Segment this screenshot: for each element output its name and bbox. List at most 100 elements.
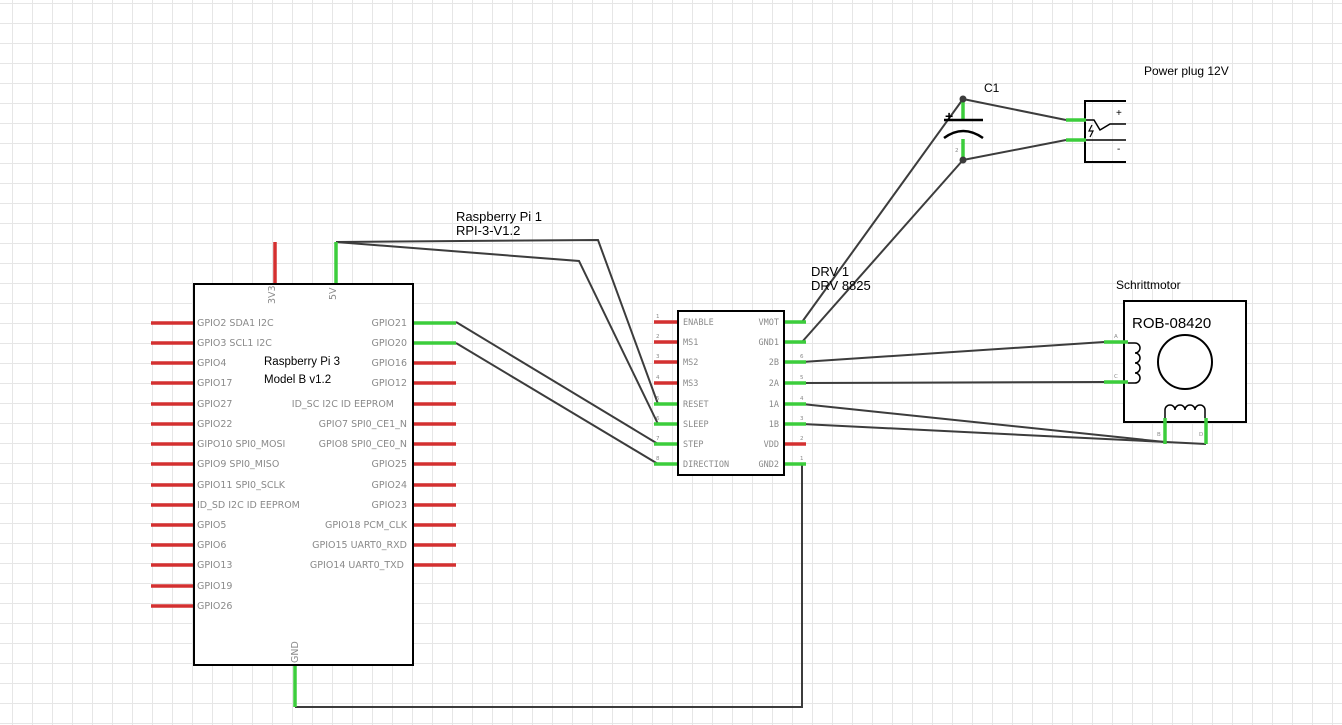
drv-body [677, 310, 785, 476]
power-plug-contact [1086, 119, 1126, 132]
drv-ref: DRV 1 [811, 264, 849, 279]
c1-plus-sign: + [945, 108, 953, 124]
capacitor-c1[interactable]: C1 + 2 [943, 81, 1000, 164]
pin-label: SLEEP [683, 420, 709, 430]
wire-vmot-c1[interactable] [801, 98, 964, 323]
svg-text:7: 7 [656, 436, 660, 442]
pin-label: GPIO2 SDA1 I2C [197, 318, 274, 329]
power-minus-label: - [1117, 144, 1120, 155]
coil-icon [1164, 404, 1206, 418]
wire-1b-motor-d[interactable] [801, 423, 1207, 445]
wires [295, 98, 1207, 708]
wire-2a-motor-c[interactable] [801, 381, 1105, 384]
drv-part: DRV 8825 [811, 278, 871, 293]
pin-label: GIPO10 SPI0_MOSI [197, 439, 285, 450]
pin-label: MS2 [683, 358, 698, 368]
svg-text:A: A [1114, 334, 1118, 340]
pin-label: GPIO8 SPI0_CE0_N [319, 439, 407, 450]
pin-label: 2A [769, 379, 779, 389]
wire-5v-sleep[interactable] [335, 241, 659, 425]
pin-label-5v: 5V [328, 287, 339, 300]
power-plus-label: + [1116, 108, 1122, 119]
pin-label: STEP [683, 440, 703, 450]
pin-label: GPIO21 [372, 318, 407, 329]
svg-text:1: 1 [656, 314, 660, 320]
pin-label: ID_SD I2C ID EEPROM [197, 500, 300, 511]
drv-left-pin-labels: ENABLE MS1 MS2 MS3 RESET SLEEP STEP DIRE… [683, 318, 729, 470]
rpi-ref: Raspberry Pi 1 [456, 209, 542, 224]
pin-label: GPIO20 [372, 338, 407, 349]
pin-label-gnd: GND [290, 641, 301, 663]
svg-text:4: 4 [656, 375, 660, 381]
pin-label: VDD [764, 440, 779, 450]
drv-right-pin-stubs [784, 320, 806, 466]
rpi-title-line2: Model B v1.2 [264, 374, 331, 386]
wire-1a-motor-b[interactable] [801, 403, 1166, 443]
drv-right-pin-nums: 6 5 4 3 2 1 [800, 354, 804, 462]
power-plug-label: Power plug 12V [1144, 64, 1229, 78]
wire-gnd1-c1[interactable] [801, 159, 964, 343]
svg-text:3: 3 [800, 416, 804, 422]
motor-title: Schrittmotor [1116, 278, 1181, 292]
rpi-left-pin-labels: GPIO2 SDA1 I2C GPIO3 SCL1 I2C GPIO4 GPIO… [197, 318, 300, 612]
svg-text:2: 2 [800, 436, 804, 442]
pin-label: GPIO15 UART0_RXD [312, 540, 407, 551]
wire-5v-reset[interactable] [335, 238, 659, 405]
wire-gpio21-step[interactable] [455, 321, 659, 445]
raspberry-pi[interactable]: Raspberry Pi 1 RPI-3-V1.2 [151, 209, 542, 707]
svg-text:1: 1 [800, 456, 804, 462]
c1-pin-number: 2 [955, 148, 959, 154]
svg-text:6: 6 [800, 354, 804, 360]
rpi-right-pin-labels: GPIO21 GPIO20 GPIO16 GPIO12 ID_SC I2C ID… [292, 318, 408, 571]
svg-text:5: 5 [800, 375, 804, 381]
wire-gpio20-direction[interactable] [455, 342, 659, 465]
motor-rotor-icon [1157, 334, 1213, 390]
svg-text:B: B [1157, 432, 1161, 438]
pin-label: MS3 [683, 379, 698, 389]
pin-label: GPIO13 [197, 560, 232, 571]
pin-label: MS1 [683, 338, 698, 348]
rpi-right-pin-stubs [413, 321, 456, 567]
pin-label: GPIO4 [197, 358, 226, 369]
pin-label: RESET [683, 400, 709, 410]
svg-text:6: 6 [656, 416, 660, 422]
svg-text:8: 8 [656, 456, 660, 462]
pin-label: GPIO5 [197, 520, 226, 531]
lightning-icon [1088, 124, 1094, 138]
rpi-left-pin-stubs [151, 321, 194, 608]
pin-label: GPIO18 PCM_CLK [325, 520, 408, 531]
drv-left-pin-nums: 1 2 3 4 5 6 7 8 [656, 314, 660, 462]
pin-label: GND2 [759, 460, 779, 470]
rpi-title-line1: Raspberry Pi 3 [264, 356, 340, 368]
pin-label: GPIO25 [372, 459, 407, 470]
rpi-part: RPI-3-V1.2 [456, 223, 520, 238]
svg-text:3: 3 [656, 354, 660, 360]
svg-text:4: 4 [800, 396, 804, 402]
power-plug[interactable]: Power plug 12V + - [1066, 64, 1229, 163]
pin-label: GPIO27 [197, 399, 232, 410]
drv8825[interactable]: DRV 1 DRV 8825 1 2 3 4 [654, 264, 871, 476]
wire-c1-power-plus[interactable] [962, 98, 1067, 121]
drv-left-pin-stubs [654, 320, 678, 466]
wire-c1-power-minus[interactable] [962, 139, 1067, 161]
coil-icon [1128, 342, 1141, 384]
pin-label: GPIO19 [197, 581, 232, 592]
pin-label: ID_SC I2C ID EEPROM [292, 399, 394, 410]
stepper-motor[interactable]: Schrittmotor ROB-08420 A C B D [1104, 278, 1247, 444]
svg-text:5: 5 [656, 396, 660, 402]
pin-label: GPIO14 UART0_TXD [310, 560, 404, 571]
pin-label-3v3: 3V3 [267, 285, 278, 304]
pin-label: GPIO9 SPI0_MISO [197, 459, 279, 470]
power-plug-body [1084, 100, 1126, 163]
pin-label: GPIO17 [197, 378, 232, 389]
wire-2b-motor-a[interactable] [801, 341, 1105, 363]
c1-ref: C1 [984, 81, 1000, 95]
wire-gnd2-rpi-gnd[interactable] [295, 464, 803, 708]
pin-label: GPIO24 [372, 480, 407, 491]
junction-dot [959, 156, 967, 164]
pin-label: ENABLE [683, 318, 714, 328]
pin-label: GPIO11 SPI0_SCLK [197, 480, 286, 491]
rpi-body [193, 283, 414, 666]
